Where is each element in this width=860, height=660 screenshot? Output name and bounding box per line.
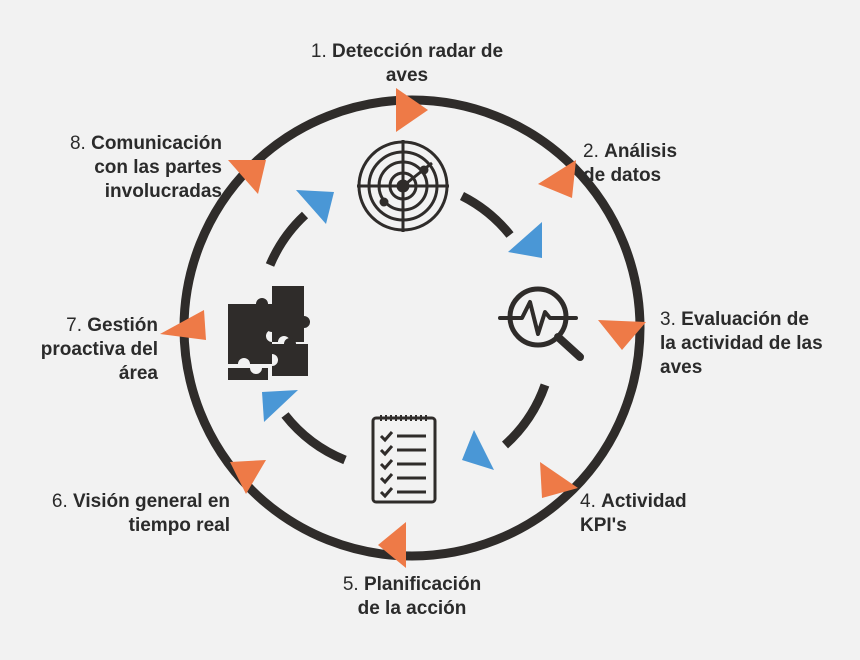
step-5-line2: de la acción — [357, 598, 467, 619]
puzzle-icon — [228, 286, 310, 380]
step-1-line1: Detección radar de — [332, 41, 504, 62]
step-7-line1: Gestión — [87, 315, 158, 336]
inner-arrow-1 — [508, 222, 542, 258]
outer-arrow-1 — [396, 88, 428, 132]
step-7-line3: área — [118, 363, 158, 384]
inner-arrow-3 — [262, 390, 298, 422]
step-4-label: 4. Actividad KPI's — [580, 490, 720, 538]
step-3-line2: la actividad de las — [660, 333, 823, 354]
step-8-label: 8. Comunicación con las partes involucra… — [40, 132, 222, 204]
outer-arrow-8 — [228, 160, 266, 194]
outer-arrow-2 — [538, 160, 576, 198]
step-6-number: 6. — [51, 491, 68, 512]
inner-arrow-4 — [296, 190, 334, 224]
inner-arrows — [262, 190, 542, 470]
outer-arrows — [160, 88, 646, 568]
step-2-line2: de datos — [583, 165, 662, 186]
step-5-number: 5. — [342, 574, 359, 595]
inner-arrow-2 — [462, 430, 494, 470]
step-2-number: 2. — [583, 141, 599, 162]
step-1-line2: aves — [385, 65, 429, 86]
step-4-number: 4. — [580, 491, 596, 512]
inner-arc-right — [501, 383, 550, 449]
step-3-number: 3. — [660, 309, 676, 330]
outer-arrow-7 — [160, 310, 206, 340]
step-4-line1: Actividad — [601, 491, 687, 512]
inner-arc-left — [281, 412, 347, 465]
step-2-line1: Análisis — [604, 141, 678, 162]
step-3-line3: aves — [660, 357, 703, 378]
step-8-number: 8. — [69, 133, 86, 154]
step-8-line1: Comunicación — [91, 133, 222, 154]
step-8-line2: con las partes — [94, 157, 222, 178]
step-1-label: 1. Detección radar de aves — [292, 40, 522, 88]
outer-arrow-6 — [230, 460, 266, 494]
inner-arc-top-left — [265, 211, 309, 267]
outer-arrow-5 — [378, 522, 406, 568]
step-8-line3: involucradas — [104, 181, 222, 202]
step-7-label: 7. Gestión proactiva del área — [10, 314, 158, 386]
step-7-line2: proactiva del — [40, 339, 158, 360]
step-2-label: 2. Análisis de datos — [583, 140, 693, 188]
step-6-label: 6. Visión general en tiempo real — [20, 490, 230, 538]
pulse-magnifier-icon — [498, 286, 584, 361]
inner-ring — [265, 191, 550, 465]
checklist-icon — [371, 415, 437, 504]
step-4-line2: KPI's — [580, 515, 627, 536]
step-6-line1: Visión general en — [73, 491, 230, 512]
step-5-label: 5. Planificación de la acción — [322, 573, 502, 621]
outer-arrow-3 — [598, 320, 646, 350]
step-3-line1: Evaluación de — [681, 309, 809, 330]
step-6-line2: tiempo real — [128, 515, 230, 536]
step-1-number: 1. — [310, 41, 327, 62]
inner-arc-top-right — [459, 191, 514, 238]
outer-arrow-4 — [540, 462, 578, 498]
step-3-label: 3. Evaluación de la actividad de las ave… — [660, 308, 845, 380]
step-5-line1: Planificación — [363, 574, 482, 595]
radar-icon — [357, 140, 449, 232]
step-7-number: 7. — [66, 315, 82, 336]
